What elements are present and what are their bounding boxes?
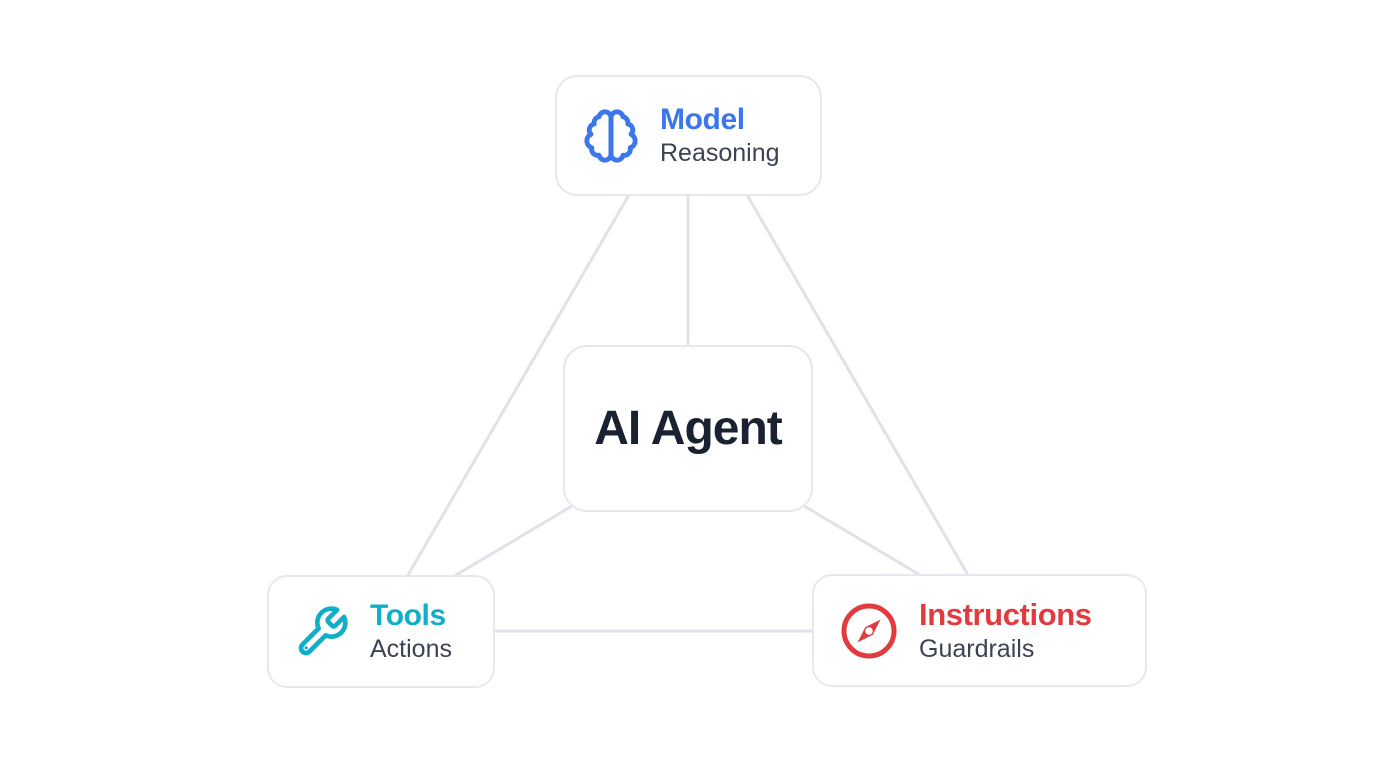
ai-agent-label: AI Agent (594, 402, 783, 455)
node-model: Model Reasoning (555, 75, 822, 196)
edge-model-instructions (745, 193, 970, 577)
brain-icon (582, 107, 640, 165)
node-instructions-text: Instructions Guardrails (919, 596, 1092, 664)
wrench-icon (294, 604, 350, 660)
node-ai-agent: AI Agent (563, 345, 813, 512)
edge-agent-tools (454, 504, 574, 577)
node-tools-title: Tools (370, 599, 446, 633)
node-instructions-subtitle: Guardrails (919, 634, 1035, 663)
edge-agent-instructions (802, 504, 922, 577)
node-instructions: Instructions Guardrails (812, 574, 1147, 687)
node-instructions-title: Instructions (919, 596, 1092, 632)
edge-model-tools (406, 193, 631, 577)
node-model-subtitle: Reasoning (660, 139, 780, 168)
node-tools-subtitle: Actions (370, 635, 452, 664)
compass-icon (839, 601, 899, 661)
node-model-title: Model (660, 103, 745, 137)
node-model-text: Model Reasoning (660, 103, 780, 168)
node-tools-text: Tools Actions (370, 599, 452, 664)
node-tools: Tools Actions (267, 575, 495, 688)
